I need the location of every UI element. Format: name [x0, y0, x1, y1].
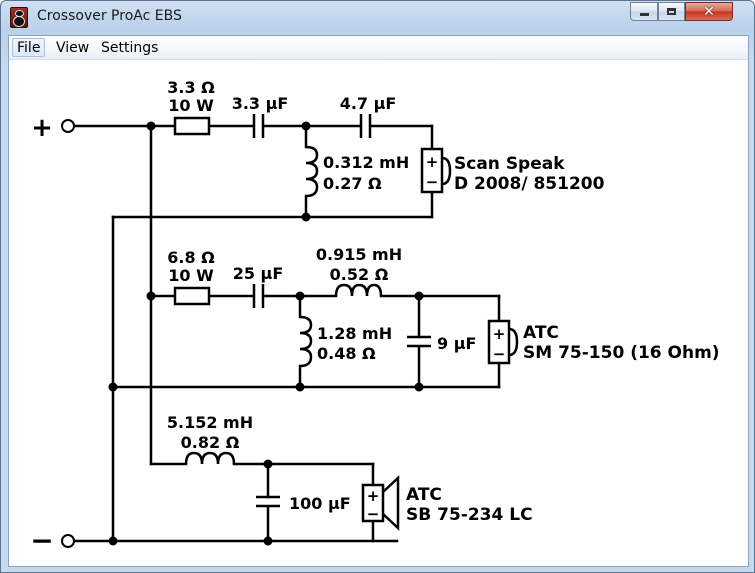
negative-sign: − — [30, 524, 53, 557]
menu-bar: File View Settings — [9, 36, 748, 60]
tweeter-resistor-power: 10 W — [168, 96, 214, 115]
svg-text:−: − — [367, 505, 380, 523]
svg-text:+: + — [426, 153, 439, 171]
tweeter-driver-icon: + − — [420, 147, 452, 194]
tweeter-driver-brand: Scan Speak — [454, 154, 565, 174]
woofer-inductor-value: 5.152 mH — [167, 413, 253, 432]
midrange-cap1-value: 25 µF — [233, 264, 284, 283]
tweeter-driver-model: D 2008/ 851200 — [454, 174, 605, 194]
svg-text:+: + — [367, 487, 380, 505]
menu-settings[interactable]: Settings — [101, 40, 159, 56]
midrange-driver-brand: ATC — [523, 323, 559, 343]
tweeter-cap2-value: 4.7 µF — [340, 94, 397, 113]
woofer-driver-icon: + − — [361, 475, 400, 531]
close-icon: ✕ — [703, 3, 715, 20]
client-area: File View Settings — [8, 35, 749, 567]
midrange-series-inductor-value: 0.915 mH — [316, 245, 402, 264]
inductor-midrange-shunt — [299, 315, 313, 368]
midrange-shunt-inductor-resistance: 0.48 Ω — [317, 344, 376, 363]
svg-text:−: − — [493, 345, 506, 363]
inductor-midrange-series — [334, 283, 383, 297]
midrange-series-inductor-resistance: 0.52 Ω — [330, 265, 389, 284]
svg-text:+: + — [493, 325, 506, 343]
capacitor-woofer-shunt — [256, 495, 280, 508]
midrange-resistor-power: 10 W — [168, 266, 214, 285]
maximize-icon — [667, 8, 676, 15]
window-title: Crossover ProAc EBS — [37, 8, 182, 24]
midrange-driver-icon: + − — [487, 319, 519, 365]
woofer-cone-icon — [13, 16, 25, 27]
negative-terminal[interactable] — [61, 534, 75, 548]
svg-text:−: − — [426, 173, 439, 191]
inductor-woofer-series — [184, 451, 236, 465]
maximize-button[interactable] — [658, 2, 685, 21]
midrange-shunt-inductor-value: 1.28 mH — [317, 324, 392, 343]
resistor-midrange — [173, 286, 211, 306]
inductor-tweeter-shunt — [305, 145, 319, 198]
positive-sign: + — [31, 113, 53, 143]
midrange-shunt-cap-value: 9 µF — [437, 334, 476, 353]
junction-dots — [108, 121, 424, 546]
speaker-icon[interactable] — [10, 7, 28, 28]
menu-view[interactable]: View — [56, 40, 90, 56]
tweeter-cap1-value: 3.3 µF — [232, 94, 289, 113]
positive-terminal[interactable] — [61, 119, 75, 133]
title-bar[interactable]: Crossover ProAc EBS ✕ — [1, 1, 754, 31]
capacitor-tweeter-1 — [252, 114, 265, 138]
woofer-shunt-cap-value: 100 µF — [289, 494, 351, 513]
tweeter-inductor-resistance: 0.27 Ω — [323, 174, 382, 193]
close-button[interactable]: ✕ — [685, 2, 733, 21]
resistor-tweeter — [173, 116, 211, 136]
midrange-resistor-value: 6.8 Ω — [167, 248, 215, 267]
minimize-button[interactable] — [630, 2, 658, 21]
capacitor-midrange-1 — [252, 284, 265, 308]
capacitor-tweeter-2 — [359, 114, 372, 138]
midrange-driver-model: SM 75-150 (16 Ohm) — [523, 343, 720, 363]
minimize-icon — [639, 12, 649, 16]
woofer-driver-model: SB 75-234 LC — [406, 505, 533, 525]
tweeter-inductor-value: 0.312 mH — [323, 153, 409, 172]
tweeter-resistor-value: 3.3 Ω — [167, 78, 215, 97]
capacitor-midrange-shunt — [407, 335, 431, 348]
woofer-inductor-resistance: 0.82 Ω — [181, 433, 240, 452]
woofer-driver-brand: ATC — [406, 485, 442, 505]
menu-file[interactable]: File — [12, 38, 46, 57]
